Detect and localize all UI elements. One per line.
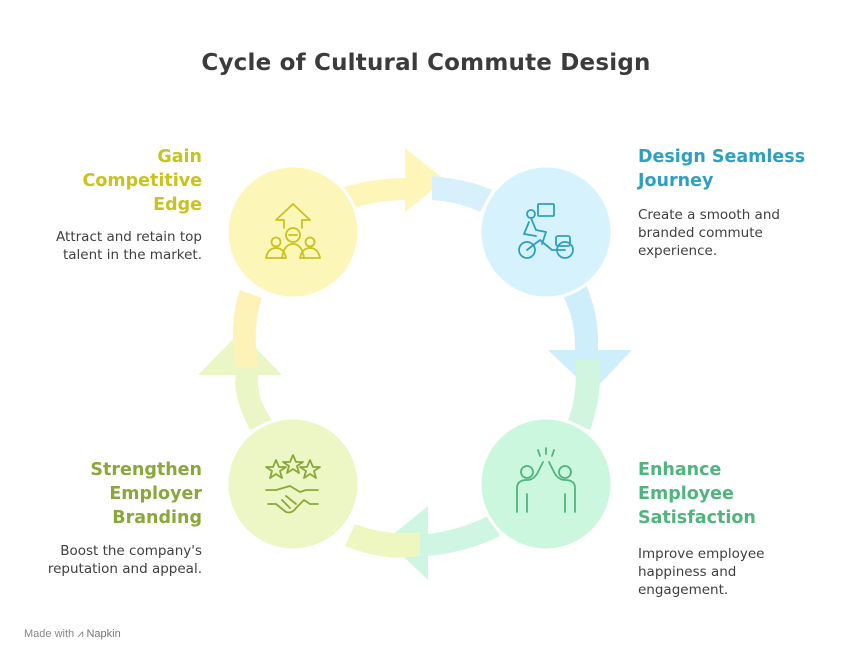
arrow-left-tail xyxy=(232,290,262,368)
high-five-icon xyxy=(516,447,576,513)
growth-team-icon xyxy=(265,203,321,259)
arrow-bottom-tail xyxy=(345,524,420,558)
step-heading-enhance: Enhance Employee Satisfaction xyxy=(638,460,756,528)
napkin-logo-icon: ⩘ xyxy=(77,628,84,640)
step-description-enhance: Improve employee happiness and engagemen… xyxy=(638,546,765,598)
arrow-right-tail xyxy=(568,360,601,430)
arrow-left xyxy=(198,332,282,430)
diagram-title: Cycle of Cultural Commute Design xyxy=(201,50,651,76)
step-description-strengthen: Boost the company's reputation and appea… xyxy=(47,543,202,577)
arrow-right xyxy=(548,272,632,392)
step-heading-strengthen: Strengthen Employer Branding xyxy=(90,460,202,528)
arrow-top-tail xyxy=(432,176,492,212)
step-heading-gain: Gain Competitive Edge xyxy=(82,147,202,215)
delivery-cyclist-icon xyxy=(518,203,574,259)
step-description-gain: Attract and retain top talent in the mar… xyxy=(56,229,202,263)
step-circle-gain xyxy=(225,164,361,300)
stars-handshake-icon xyxy=(265,454,321,514)
made-with-footer[interactable]: Made with ⩘ Napkin xyxy=(24,628,121,641)
footer-prefix: Made with xyxy=(24,628,75,640)
step-heading-design: Design Seamless Journey xyxy=(638,147,806,191)
arrow-top xyxy=(340,148,445,212)
footer-brand: Napkin xyxy=(86,628,121,640)
arrow-bottom xyxy=(386,506,500,580)
cycle-arrows xyxy=(198,148,632,580)
step-circle-strengthen xyxy=(225,416,361,552)
step-description-design: Create a smooth and branded commute expe… xyxy=(638,207,780,259)
step-circle-enhance xyxy=(478,416,614,552)
